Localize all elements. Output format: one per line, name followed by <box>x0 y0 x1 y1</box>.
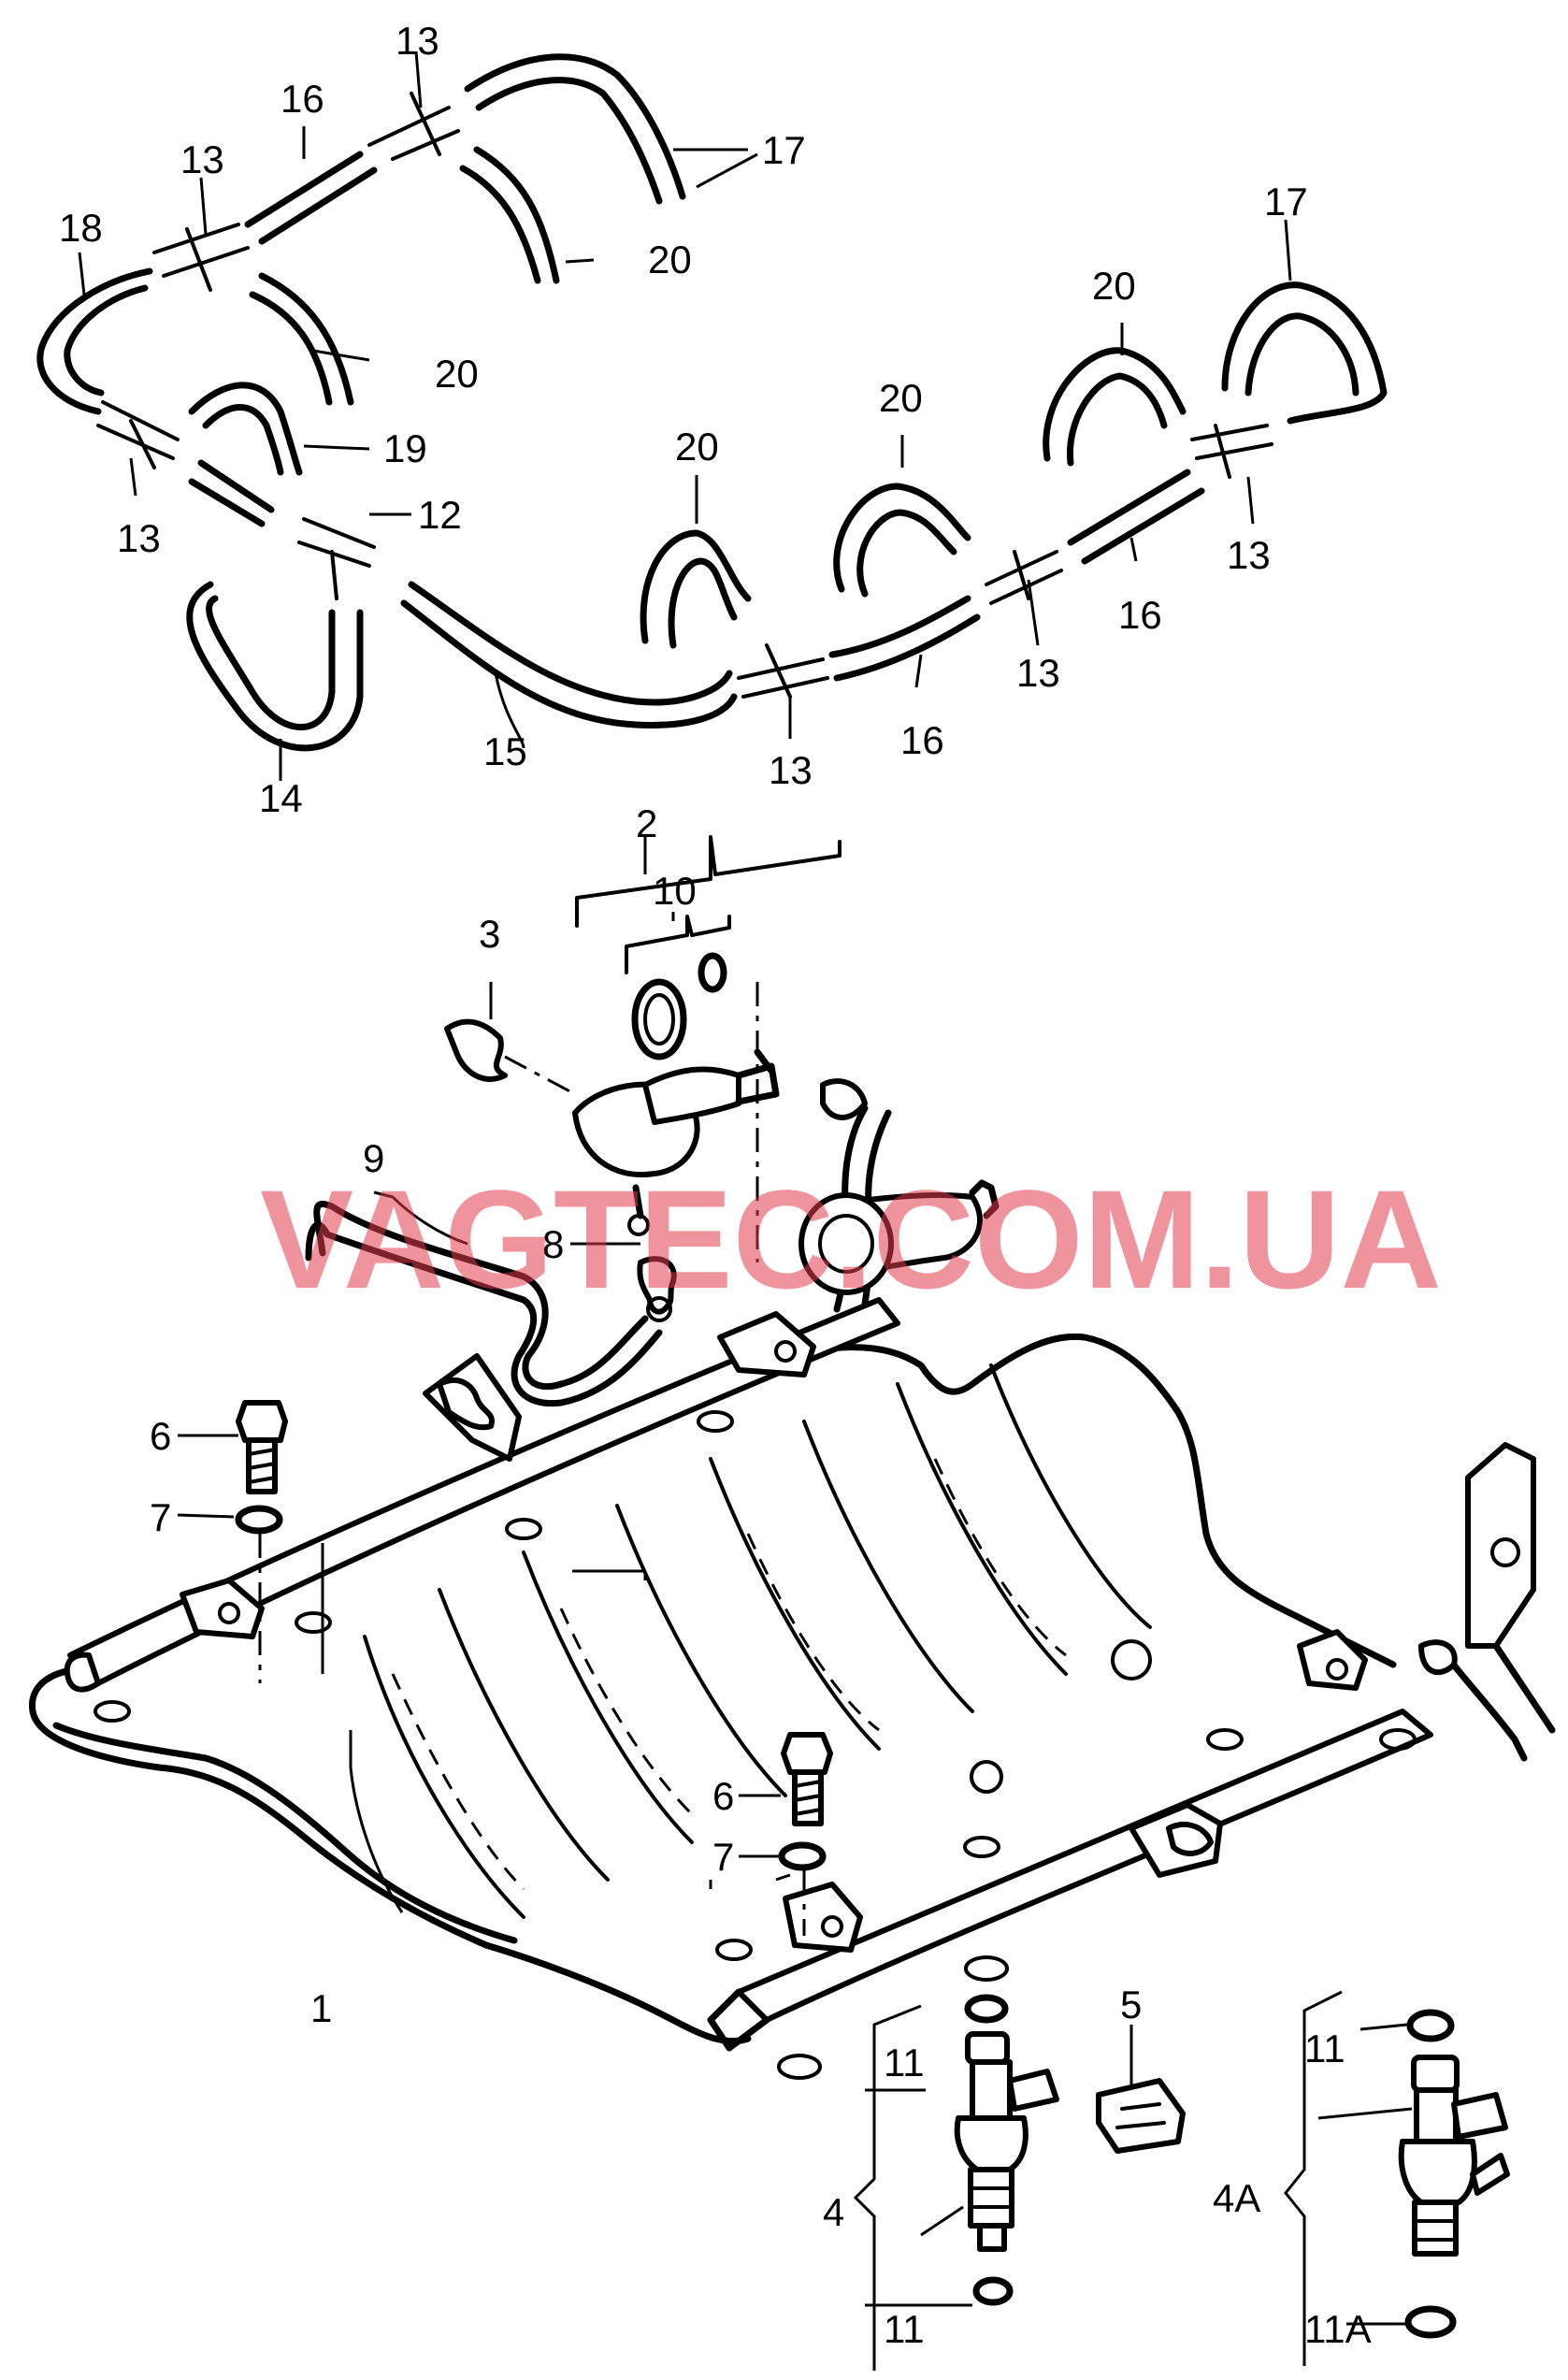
callout-2: 2 <box>636 801 657 845</box>
callout-15: 15 <box>483 729 527 773</box>
callout-11: 11 <box>884 2041 925 2084</box>
intake-manifold <box>29 1078 1556 2080</box>
callout-4a: 4A <box>1213 2176 1260 2220</box>
callout-16: 16 <box>900 718 944 762</box>
callout-11: 11 <box>1304 2027 1345 2070</box>
callout-17: 17 <box>762 128 806 172</box>
callout-17: 17 <box>1264 180 1308 224</box>
callout-16: 16 <box>1118 593 1162 637</box>
callout-10: 10 <box>653 869 697 913</box>
callout-13: 13 <box>1016 651 1060 695</box>
callout-16: 16 <box>281 77 324 121</box>
callout-20: 20 <box>435 352 479 396</box>
injector-4 <box>954 1994 1059 2306</box>
callout-12: 12 <box>418 493 462 537</box>
callout-13: 13 <box>180 137 224 181</box>
callout-13: 13 <box>396 19 439 63</box>
callout-20: 20 <box>879 376 923 420</box>
callout-11a: 11A <box>1304 2307 1372 2351</box>
pressure-regulator-group <box>305 835 842 1407</box>
callout-13: 13 <box>769 748 813 792</box>
callout-5: 5 <box>1120 1983 1142 2027</box>
callout-19: 19 <box>383 426 427 470</box>
callout-1: 1 <box>310 1986 332 2030</box>
callout-4: 4 <box>823 2190 844 2234</box>
callout-6: 6 <box>150 1414 171 1458</box>
callout-20: 20 <box>1092 264 1136 308</box>
callout-6: 6 <box>712 1774 734 1818</box>
callout-20: 20 <box>675 425 719 469</box>
callout-3: 3 <box>479 912 500 956</box>
bolt-right <box>778 1732 833 1936</box>
injector-4a <box>1398 2009 1510 2339</box>
callout-9: 9 <box>363 1136 384 1180</box>
clip-5 <box>1096 2078 1186 2154</box>
callout-18: 18 <box>59 206 103 250</box>
leader-lines <box>78 50 1413 2326</box>
vacuum-hose-assembly <box>36 53 1388 752</box>
watermark: VAGTEC.COM.UA <box>260 1161 1442 1318</box>
callout-13: 13 <box>117 516 161 560</box>
callout-14: 14 <box>259 776 303 820</box>
callout-7: 7 <box>150 1495 171 1539</box>
callout-8: 8 <box>542 1222 564 1266</box>
bolt-left <box>235 1400 288 1683</box>
callout-7: 7 <box>712 1835 734 1879</box>
group-braces <box>853 1990 1343 2371</box>
callout-20: 20 <box>648 238 692 281</box>
callout-13: 13 <box>1227 533 1271 577</box>
callout-labels: 13 16 13 18 17 20 20 19 12 13 14 15 20 1… <box>59 19 1372 2351</box>
callout-11: 11 <box>884 2307 925 2351</box>
